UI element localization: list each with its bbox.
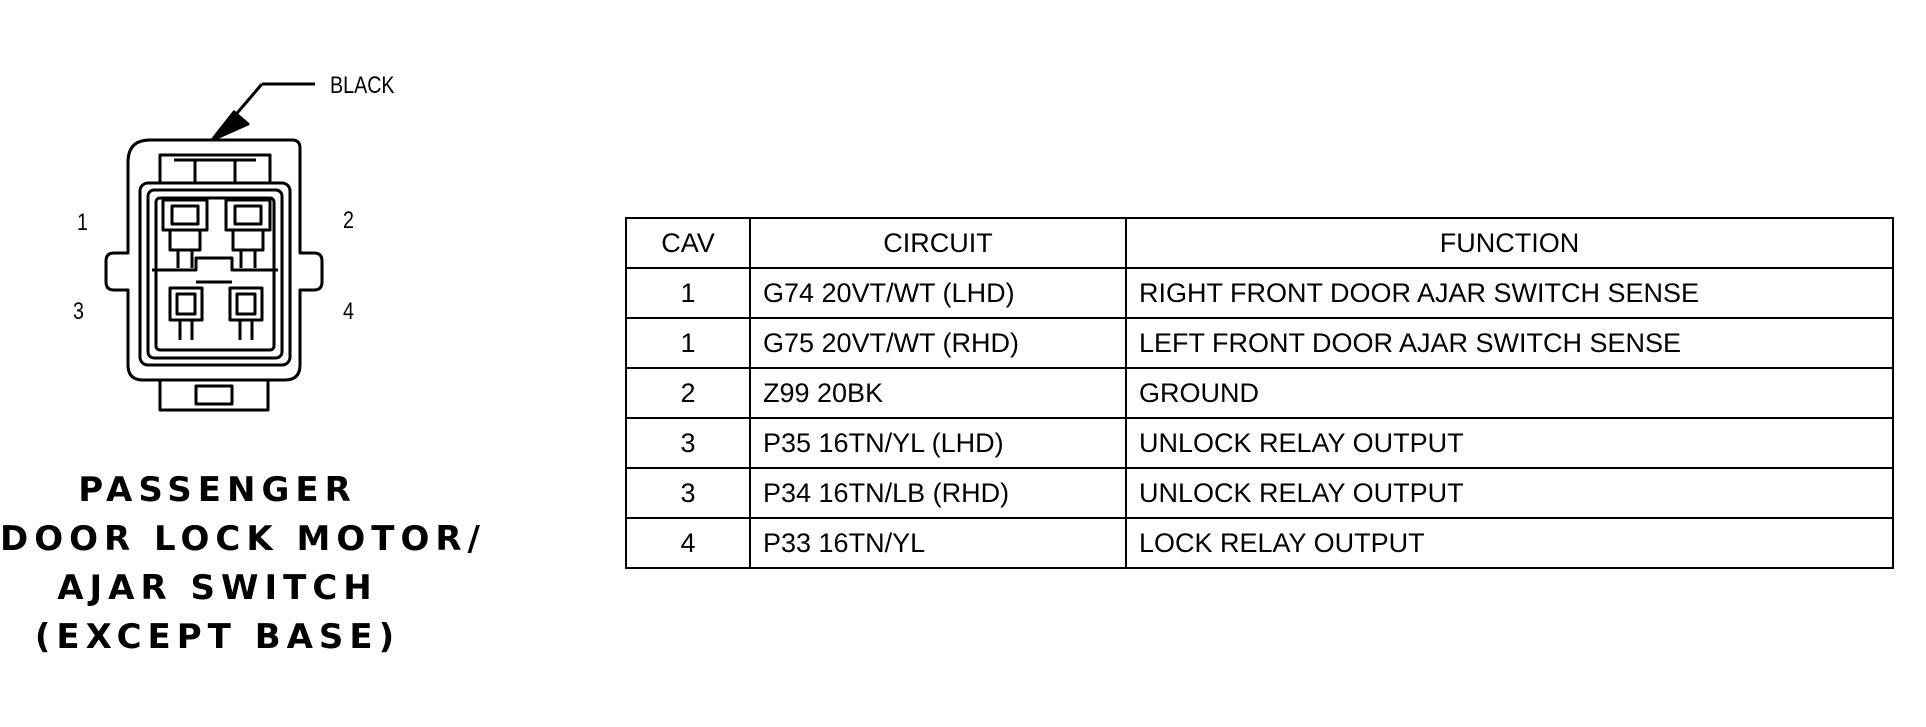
cavity-2 [224, 198, 272, 268]
cell-cav: 1 [625, 267, 751, 319]
cell-function: UNLOCK RELAY OUTPUT [1125, 467, 1894, 519]
caption-line: AJAR SWITCH [57, 568, 378, 608]
caption-line: DOOR LOCK MOTOR/ [0, 519, 486, 559]
header-cav: CAV [625, 217, 751, 269]
caption-line: PASSENGER [78, 470, 357, 510]
cell-function: GROUND [1125, 367, 1894, 419]
table-row: 1 G74 20VT/WT (LHD) RIGHT FRONT DOOR AJA… [625, 267, 1894, 319]
table-row: 2 Z99 20BK GROUND [625, 367, 1894, 419]
color-leader-arrow [210, 82, 315, 142]
connector-bottom-key [158, 380, 270, 412]
cell-cav: 1 [625, 317, 751, 369]
pin-label-3: 3 [73, 298, 84, 325]
cell-function: LEFT FRONT DOOR AJAR SWITCH SENSE [1125, 317, 1894, 369]
pin-label-2: 2 [343, 207, 354, 234]
cell-circuit: P33 16TN/YL [749, 517, 1127, 569]
pin-label-1: 1 [77, 209, 88, 236]
cell-function: LOCK RELAY OUTPUT [1125, 517, 1894, 569]
cell-function: RIGHT FRONT DOOR AJAR SWITCH SENSE [1125, 267, 1894, 319]
header-function: FUNCTION [1125, 217, 1894, 269]
cavity-4 [228, 286, 264, 340]
cell-cav: 2 [625, 367, 751, 419]
cell-circuit: G74 20VT/WT (LHD) [749, 267, 1127, 319]
connector-color-label: BLACK [330, 72, 395, 99]
table-row: 3 P34 16TN/LB (RHD) UNLOCK RELAY OUTPUT [625, 467, 1894, 519]
connector-housing [104, 138, 324, 382]
cell-cav: 3 [625, 417, 751, 469]
cell-circuit: P35 16TN/YL (LHD) [749, 417, 1127, 469]
table-row: 1 G75 20VT/WT (RHD) LEFT FRONT DOOR AJAR… [625, 317, 1894, 369]
pin-label-4: 4 [343, 298, 354, 325]
connector-face-diagram [104, 82, 324, 412]
table-header-row: CAV CIRCUIT FUNCTION [625, 217, 1894, 269]
cell-function: UNLOCK RELAY OUTPUT [1125, 417, 1894, 469]
table-row: 3 P35 16TN/YL (LHD) UNLOCK RELAY OUTPUT [625, 417, 1894, 469]
cell-circuit: G75 20VT/WT (RHD) [749, 317, 1127, 369]
cell-cav: 3 [625, 467, 751, 519]
cell-cav: 4 [625, 517, 751, 569]
pinout-table: CAV CIRCUIT FUNCTION 1 G74 20VT/WT (LHD)… [625, 217, 1894, 569]
cavity-3 [168, 286, 204, 340]
cell-circuit: P34 16TN/LB (RHD) [749, 467, 1127, 519]
cavity-1 [161, 198, 209, 268]
table-row: 4 P33 16TN/YL LOCK RELAY OUTPUT [625, 517, 1894, 569]
cell-circuit: Z99 20BK [749, 367, 1127, 419]
caption-line: (EXCEPT BASE) [34, 617, 401, 657]
connector-caption: PASSENGER DOOR LOCK MOTOR/ AJAR SWITCH (… [0, 466, 486, 662]
header-circuit: CIRCUIT [749, 217, 1127, 269]
